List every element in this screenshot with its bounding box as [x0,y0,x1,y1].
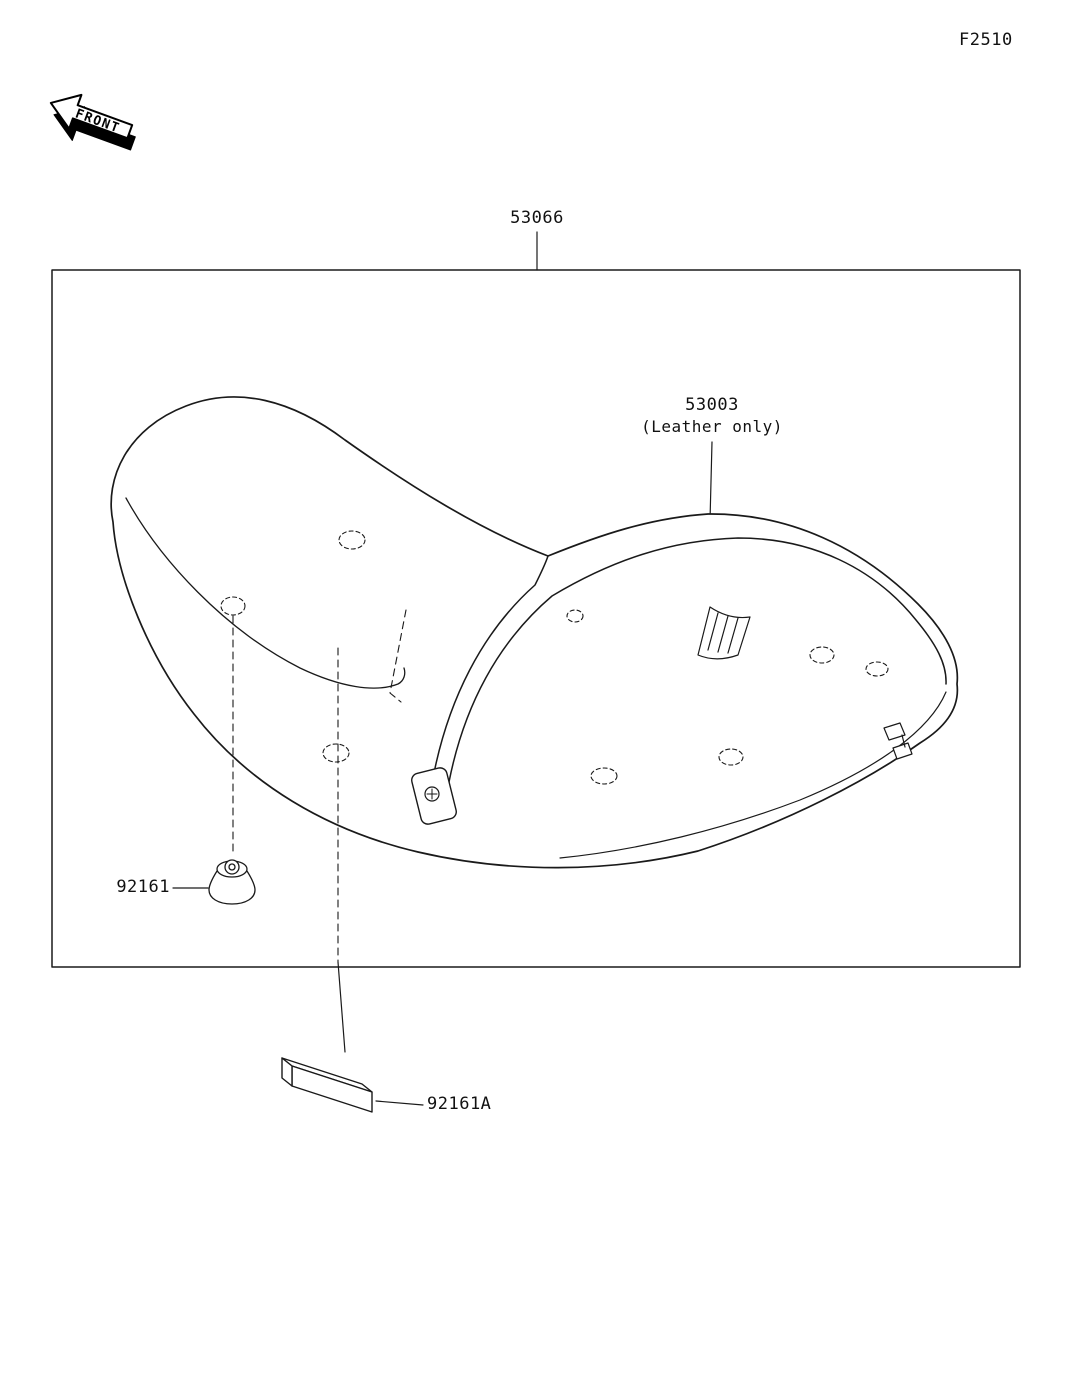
seat-front-contour [125,497,406,689]
seat-rail-outer [432,555,549,779]
mount-hole [809,646,835,664]
mount-hole [718,748,744,766]
part-note-leather-only: (Leather only) [641,417,783,436]
parts-box [51,269,1021,968]
mount-hole [590,767,618,785]
hidden-leaders [232,609,407,963]
seat-outline [110,396,959,869]
part-label-53066: 53066 [510,208,564,228]
seat-drawing [110,396,959,963]
pad-drawing [281,1057,373,1113]
leader-pad-drop [337,961,346,1053]
mount-hole [865,661,889,677]
mount-hole [322,743,350,763]
rear-hooks [883,722,913,760]
rail-buckle [411,767,457,825]
seat-rail-inner [448,537,947,783]
mount-hole [338,530,366,550]
hidden-edge [389,609,407,703]
part-label-92161: 92161 [116,877,170,897]
damper-drawing [208,859,256,905]
mount-hole [566,609,584,623]
mount-holes [220,530,889,785]
part-label-92161a: 92161A [427,1094,492,1114]
seat-rear-pan-edge [559,691,947,859]
front-arrow-icon: FRONT [49,93,136,151]
figure-code: F2510 [959,30,1013,50]
mount-hole [220,596,246,616]
leader-92161a [375,1100,424,1106]
front-arrow-face [49,93,134,140]
part-label-53003: 53003 [685,395,739,415]
leather-patch [697,606,751,660]
